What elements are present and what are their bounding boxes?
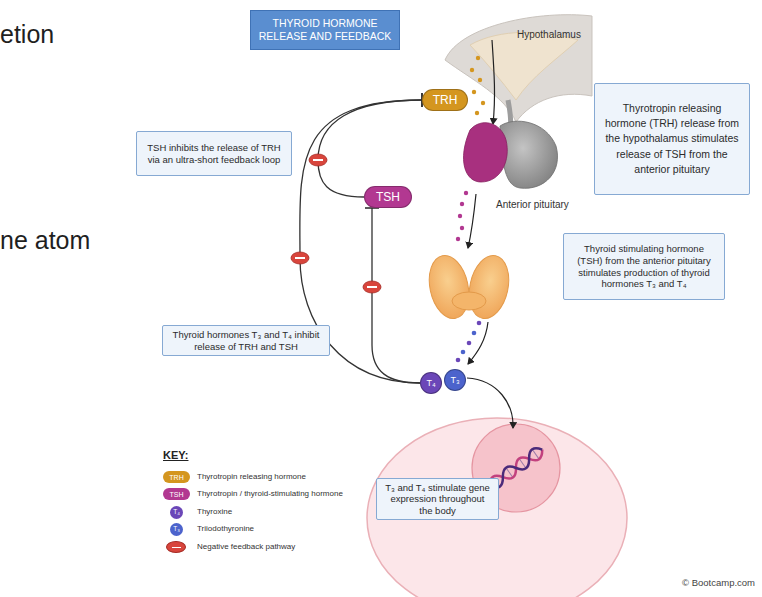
- node-text: T₃: [450, 375, 459, 385]
- brain-section: [445, 15, 592, 122]
- legend-text: Thyroxine: [197, 507, 232, 516]
- hormone-dot: [481, 101, 485, 105]
- hypothalamus-region: [470, 32, 578, 100]
- feedback-connector: [365, 208, 420, 383]
- thyroid-lobe: [424, 252, 474, 323]
- minus-sign: [367, 286, 377, 288]
- feedback-connector: [318, 93, 422, 197]
- node-text: TSH: [376, 190, 400, 204]
- hormone-dot: [470, 68, 474, 72]
- connector-line: [372, 208, 420, 383]
- minus-oval: [309, 154, 327, 166]
- node-text: Thyroid hormones T₃ and T₄ inhibit relea…: [170, 329, 322, 352]
- legend-swatch: [166, 541, 186, 553]
- connector-line: [318, 100, 422, 197]
- hormone-dot: [456, 358, 461, 363]
- anterior-pituitary: [464, 123, 508, 182]
- action-arrow: [467, 378, 513, 428]
- hormone-dot: [476, 56, 480, 60]
- negative-feedback-symbol: [363, 281, 381, 293]
- trh-dots: [470, 56, 485, 115]
- release-arrow: [468, 194, 476, 248]
- thyroid-lobe: [464, 252, 514, 323]
- thyroid-isthmus: [452, 292, 486, 310]
- legend-heading: KEY:: [163, 449, 188, 461]
- thyroid-gland: [424, 252, 514, 323]
- callout-box: TSH inhibits the release of TRH via an u…: [136, 131, 292, 176]
- node-text: T₃ and T₄ stimulate gene expression thro…: [384, 482, 491, 516]
- hormone-dot: [472, 90, 476, 94]
- minus-oval: [363, 281, 381, 293]
- negative-feedback-symbol: [309, 154, 327, 166]
- callout-box: Thyroid hormones T₃ and T₄ inhibit relea…: [162, 325, 330, 356]
- dna-rung: [532, 449, 539, 459]
- swatch-label: TSH: [170, 491, 184, 498]
- node-text: TRH: [433, 93, 458, 107]
- hormone-dot: [477, 321, 482, 326]
- node-text: T₄: [426, 378, 435, 388]
- swatch-label: TRH: [169, 474, 183, 481]
- node-text: Thyroid stimulating hormone (TSH) from t…: [571, 243, 717, 291]
- hormone-dot: [461, 350, 466, 355]
- hormone-circle: T₃: [444, 369, 466, 391]
- release-arrow: [468, 322, 488, 364]
- legend-text: Negative feedback pathway: [197, 542, 295, 551]
- hormone-dot: [460, 202, 464, 206]
- legend-swatch: T₃: [170, 523, 183, 536]
- title-banner: THYROID HORMONE RELEASE AND FEEDBACK: [250, 10, 400, 50]
- posterior-pituitary: [500, 121, 558, 188]
- minus-oval: [291, 252, 309, 264]
- node-text: Thyrotropin releasing hormone (TRH) rele…: [602, 101, 742, 177]
- callout-box: Thyroid stimulating hormone (TSH) from t…: [563, 233, 725, 300]
- swatch-label: T₄: [173, 509, 180, 516]
- slide-text: ne atom: [0, 226, 90, 255]
- hormone-dot: [458, 214, 462, 218]
- dna-rung: [519, 458, 526, 468]
- legend-swatch: T₄: [170, 506, 183, 519]
- legend-text: Triiodothyronine: [197, 524, 254, 533]
- hormone-dot: [475, 111, 479, 115]
- negative-feedback-symbol: [291, 252, 309, 264]
- dna-rung: [506, 468, 513, 478]
- legend-swatch: TRH: [163, 471, 190, 483]
- node-text: TSH inhibits the release of TRH via an u…: [144, 142, 284, 165]
- title-text: THYROID HORMONE RELEASE AND FEEDBACK: [255, 17, 395, 43]
- minus-sign: [295, 257, 305, 259]
- hormone-dot: [460, 226, 464, 230]
- swatch-label: T₃: [173, 526, 180, 533]
- legend-text: Thyrotropin releasing hormone: [197, 472, 306, 481]
- slide-text: etion: [0, 20, 54, 49]
- hormone-pill: TSH: [364, 186, 412, 208]
- release-arrow: [492, 40, 495, 124]
- target-cell: [367, 418, 627, 597]
- callout-box: T₃ and T₄ stimulate gene expression thro…: [376, 478, 499, 520]
- callout-box: Thyrotropin releasing hormone (TRH) rele…: [594, 83, 750, 195]
- minus-sign: [172, 547, 181, 549]
- legend-swatch: TSH: [163, 488, 190, 500]
- legend-text: Thyrotropin / thyroid-stimulating hormon…: [197, 489, 343, 498]
- minus-sign: [313, 159, 323, 161]
- hormone-dot: [456, 237, 460, 241]
- copyright-note: © Bootcamp.com: [682, 577, 755, 588]
- tsh-dots: [456, 191, 468, 241]
- part-name: Anterior pituitary: [496, 199, 569, 210]
- hormone-dot: [472, 331, 477, 336]
- hormone-pill: TRH: [422, 89, 468, 111]
- hormone-dot: [464, 191, 468, 195]
- hormone-dot: [478, 78, 482, 82]
- hormone-circle: T₄: [420, 372, 442, 394]
- hormone-dot: [467, 341, 472, 346]
- thyroid-hormone-dots: [456, 321, 482, 363]
- part-name: Hypothalamus: [517, 29, 581, 40]
